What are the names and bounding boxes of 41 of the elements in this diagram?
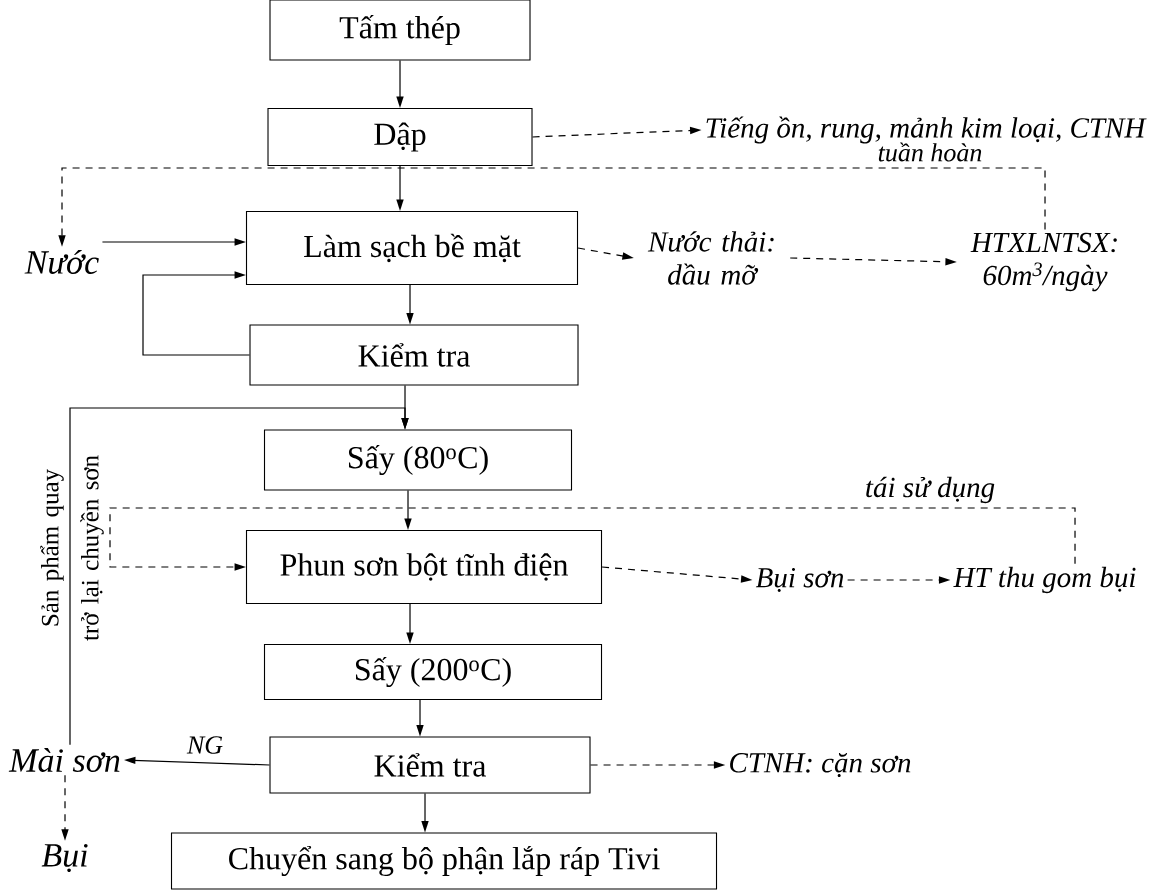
process-box: Kiểm tra [249, 324, 579, 386]
arrow [61, 774, 69, 841]
process-box: Tấm thép [269, 0, 531, 61]
arrow [416, 699, 424, 737]
arrow [69, 407, 409, 746]
arrow [589, 761, 726, 769]
arrow [406, 603, 414, 644]
arrow [404, 489, 412, 530]
arrow [109, 507, 1076, 571]
arrow [421, 792, 429, 833]
arrow [142, 271, 251, 356]
annotation-text: CTNH: cặn sơn [730, 752, 911, 778]
process-box: Dập [267, 107, 533, 167]
annotation-text: HTXLNTSX: 60m$^{3}$/ngày [970, 232, 1117, 292]
process-box: Sấy (80$^{o}$C) [263, 429, 573, 491]
process-box: Sấy (200$^{o}$C) [263, 643, 603, 701]
process-box: Phun sơn bột tĩnh điện [245, 529, 603, 605]
arrow [406, 284, 414, 325]
process-box: Làm sạch bề mặt [245, 210, 579, 286]
arrow [847, 576, 951, 584]
annotation-text: Bụi sơn [755, 568, 844, 592]
arrow [789, 257, 957, 266]
annotation-text: Mài sơn [8, 748, 120, 772]
arrow [101, 238, 246, 246]
arrow [601, 566, 753, 583]
edge-label: Sản phẩm quay trở lại chuyền sơn [40, 455, 104, 641]
annotation-text: Nước thải: dầu mỡ [647, 231, 774, 285]
arrow [124, 756, 271, 766]
annotation-text: HT thu gom bụi [953, 566, 1136, 594]
edge-label: tuần hoàn [878, 142, 982, 162]
arrow [531, 126, 702, 138]
edge-label: tái sử dụng [866, 476, 995, 504]
arrow [396, 165, 404, 211]
annotation-text: Nước [24, 250, 99, 274]
arrow [577, 247, 634, 260]
process-box: Chuyển sang bộ phận lắp ráp Tivi [170, 832, 718, 890]
arrow [396, 59, 404, 108]
annotation-text: Bụi [41, 843, 88, 873]
process-box: Kiểm tra [269, 736, 591, 794]
arrow [58, 167, 1046, 247]
edge-label: NG [186, 736, 223, 754]
